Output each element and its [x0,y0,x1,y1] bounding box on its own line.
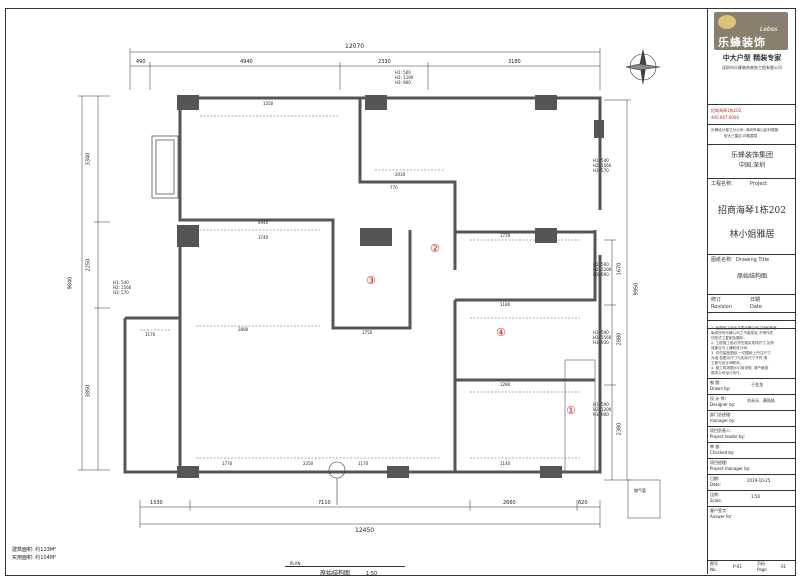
dim-bottom-total: 12450 [355,527,375,534]
walls [123,96,602,474]
room-number-3: ③ [366,274,376,287]
floor-plan [78,48,661,528]
phone-line: 400 667 0000 [711,115,739,120]
client-name: 林小姐雅居 [729,230,775,240]
gas-pipe-label: 燃气管 [634,488,646,493]
dim-right-2: 2880 [616,332,623,346]
compass-icon [625,49,661,85]
inner-dim: 1750 [362,330,373,335]
design-line-2: 软大三星区18楼整层 [724,134,758,138]
dim-right-3: 2380 [616,422,623,436]
design-line-1: 乐蜂设计部之分公司: 深圳市南山区科苑路 [711,128,779,132]
inner-dim: 2350 [303,461,314,466]
dim-right-total: 9950 [633,282,640,296]
dim-left-2: 2250 [85,258,92,272]
sheet-border [5,8,796,576]
inner-dim: 4940 [258,220,269,225]
project-label-en: Project [750,181,768,187]
inner-dim: 1770 [222,461,233,466]
slogan: 中大户型 精装专家 [722,54,782,62]
inner-dim: 1170 [358,461,369,466]
inner-dim: 770 [390,185,398,190]
inner-dim: 1350 [263,101,274,106]
inner-dim: 1720 [500,233,511,238]
dim-bottom-1: 1330 [150,500,163,506]
room-number-2: ② [430,242,440,255]
project-name: 招商海琴1栋202 [718,206,786,216]
revision-cn: 修订 [711,297,722,303]
revision-en: Revision [711,304,732,310]
design-notes: 1. 此图纸之设计乃属乐蜂公司之版权所有, 版权所有乐蜂公司之书面批准,不得作任… [711,326,778,375]
dim-left-3: 3850 [85,384,92,398]
bee-icon [718,15,736,29]
plan-title-underline [285,566,405,567]
address-line: 招商海琴1栋202 [711,108,742,113]
room-number-1: ① [566,404,576,417]
dim-top-4: 3180 [508,59,521,65]
room-number-4: ④ [496,326,506,339]
city: 中国.深圳 [739,162,765,169]
dim-left-total: 9840 [67,276,74,290]
inner-dim: 1180 [500,302,511,307]
inner-dim: 1170 [145,332,156,337]
inner-dim: 1140 [500,461,511,466]
drawing-name: 原始结构图 [736,273,767,280]
inner-dim: 3740 [258,235,269,240]
title-block: Lebes 乐蜂装饰 中大户型 精装专家 深圳市乐蜂装饰装饰工程有限公司 招商海… [707,8,796,574]
inner-dim: 1280 [500,382,511,387]
company-logo: Lebes 乐蜂装饰 [714,12,788,50]
dim-bottom-3: 2660 [503,500,516,506]
dim-left-1: 3340 [85,152,92,166]
columns [177,95,604,478]
dim-top-3: 2330 [378,59,391,65]
inner-dim: 3890 [238,327,249,332]
area-stats: 建筑面积: 约123M² 实用面积: 约104M² [12,547,57,561]
dim-top-1: 490 [136,59,146,65]
dim-right-1: 1670 [616,262,623,276]
date-cn: 日期 [750,297,761,303]
plan-title: PLAN 原始结构图 1:50 [290,561,378,577]
inner-dim: 2030 [395,172,406,177]
company-full: 深圳市乐蜂装饰装饰工程有限公司 [722,65,782,70]
dim-top-total: 12070 [345,43,365,50]
dim-bottom-2: 7110 [318,500,331,506]
group-name: 乐蜂装饰集团 [731,151,773,159]
date-en: Date [750,304,762,310]
drawing-title-label-cn: 图纸名称: [711,257,733,263]
project-label-cn: 工程名称: [711,181,733,187]
signoff-table: 制 图: Drawn by: 于金龙 设 计 师: Designer by: 刘… [707,378,795,574]
dim-bottom-4: 620 [578,500,588,506]
dim-top-2: 4940 [240,59,253,65]
drawing-title-label-en: Drawing Title [736,257,770,263]
